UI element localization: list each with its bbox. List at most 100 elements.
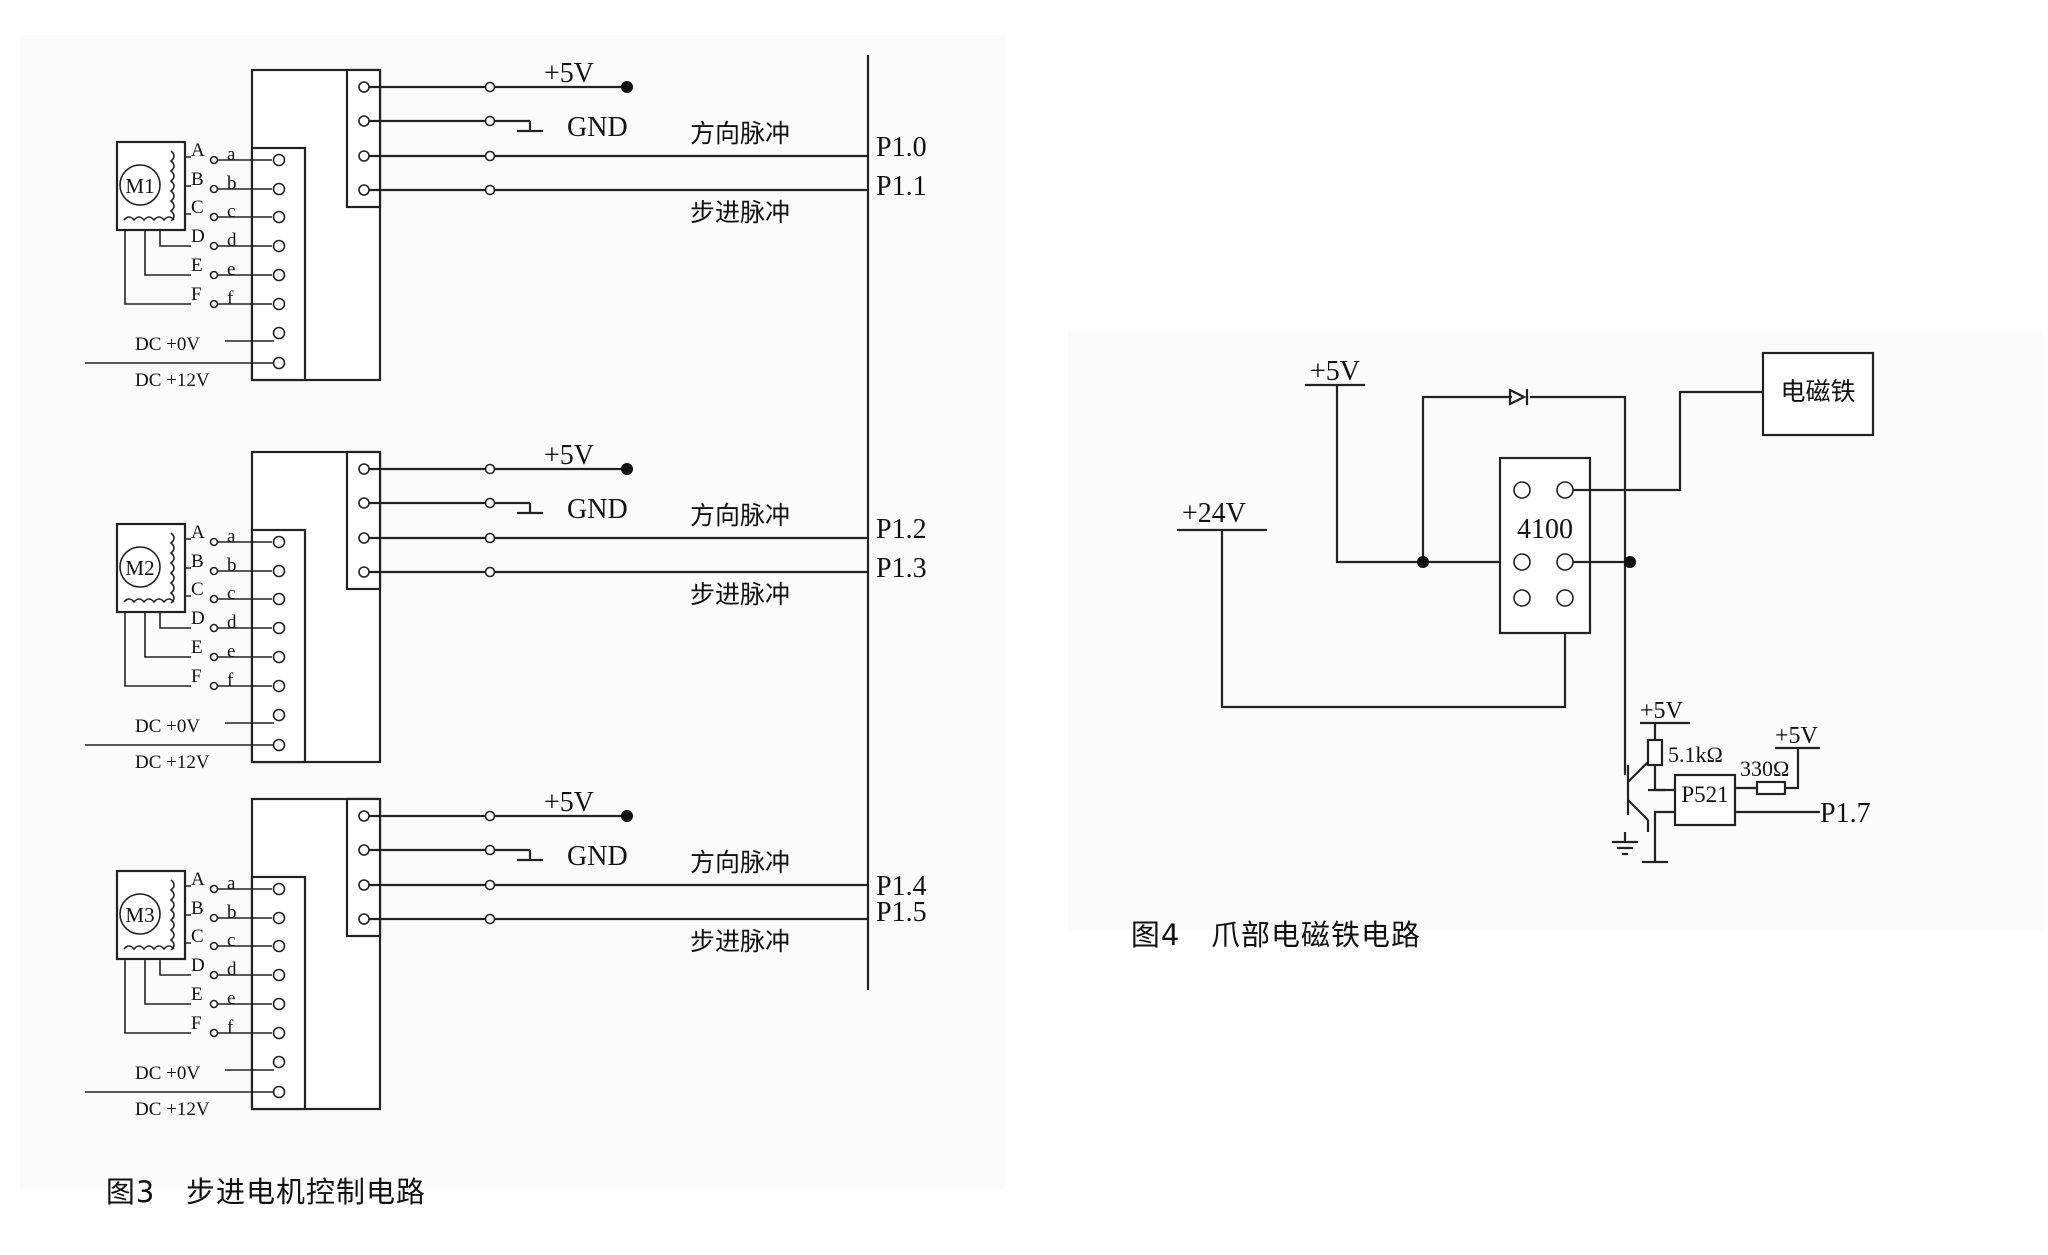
phase-label: E <box>191 984 203 1005</box>
phase-label: E <box>191 637 203 658</box>
phase-label: A <box>191 140 205 161</box>
terminal <box>272 239 286 253</box>
terminal <box>272 621 286 635</box>
step-pulse-label: 步进脉冲 <box>690 928 790 956</box>
phase-label: B <box>191 898 204 919</box>
terminal <box>272 592 286 606</box>
phase-label: D <box>191 226 205 247</box>
wire <box>1530 395 1627 562</box>
relay-pin <box>1513 589 1531 607</box>
wire <box>185 156 191 215</box>
direction-pulse-label: 方向脉冲 <box>690 120 790 148</box>
bus-pin-label: P1.4 <box>876 871 927 902</box>
phase-node <box>209 566 219 576</box>
phase-label: F <box>191 284 202 305</box>
pin-label: d <box>227 959 237 980</box>
terminal <box>358 184 370 196</box>
motor-unit-m3: +5V GND 方向脉冲 步进脉冲 M3 A a B b C c <box>85 787 868 1120</box>
junction <box>484 150 496 162</box>
terminal <box>272 650 286 664</box>
motor-unit-m2: +5V GND 方向脉冲 步进脉冲 M2 A a B b C c <box>85 440 868 773</box>
phase-label: C <box>191 197 204 218</box>
terminal <box>272 564 286 578</box>
junction <box>1624 556 1636 568</box>
bus-pin-label: P1.1 <box>876 171 927 202</box>
pin-label: d <box>227 230 237 251</box>
phase-wiring: A a B b C c D d E e <box>191 869 286 1040</box>
wire <box>185 885 191 944</box>
direction-pulse-label: 方向脉冲 <box>690 849 790 877</box>
phase-label: A <box>191 522 205 543</box>
junction <box>484 463 496 475</box>
terminal <box>358 810 370 822</box>
phase-label: F <box>191 666 202 687</box>
wire <box>1421 395 1512 562</box>
optocoupler-label: P521 <box>1681 782 1728 807</box>
relay-label: 4100 <box>1517 514 1573 545</box>
phase-node <box>209 970 219 980</box>
gnd-symbol <box>517 503 543 515</box>
terminal <box>272 1085 286 1099</box>
gnd-label: GND <box>567 112 628 143</box>
relay-module <box>1498 456 1592 635</box>
wire <box>1642 810 1675 864</box>
junction <box>484 81 496 93</box>
phase-label: F <box>191 1013 202 1034</box>
phase-node <box>209 299 219 309</box>
phase-node <box>209 270 219 280</box>
optocoupler-box <box>1673 773 1737 827</box>
coil <box>169 532 175 604</box>
resistor-label: 330Ω <box>1740 756 1789 781</box>
pin-label: c <box>227 930 235 951</box>
phase-node <box>209 155 219 165</box>
phase-node <box>209 999 219 1009</box>
junction <box>484 913 496 925</box>
pin-label: b <box>227 902 237 923</box>
phase-label: B <box>191 169 204 190</box>
junction <box>1417 556 1429 568</box>
supply-label: +5V <box>1775 723 1819 749</box>
phase-label: D <box>191 955 205 976</box>
phase-node <box>209 884 219 894</box>
gnd-label: GND <box>567 841 628 872</box>
terminal <box>358 879 370 891</box>
coil <box>123 945 175 951</box>
bus-pin-label: P1.0 <box>876 132 927 163</box>
control-terminal-block <box>345 450 382 591</box>
wire <box>369 467 868 574</box>
phase-node <box>209 652 219 662</box>
resistor-r2 <box>1755 780 1787 796</box>
bus-pin-labels: P1.0 P1.1 P1.2 P1.3 P1.4 P1.5 <box>876 132 927 928</box>
wire <box>124 230 191 305</box>
terminal <box>272 326 286 340</box>
motor-unit-m1: +5V GND 方向脉冲 步进脉冲 M1 A a B b C c <box>85 58 868 391</box>
terminal <box>358 532 370 544</box>
pin-label: c <box>227 201 235 222</box>
pin-label: P1.7 <box>1820 798 1871 829</box>
gnd-symbol <box>517 850 543 862</box>
junction <box>484 497 496 509</box>
wire <box>124 612 191 687</box>
terminal <box>272 882 286 896</box>
terminal <box>272 182 286 196</box>
dc-label: DC +12V <box>135 370 210 391</box>
bus-pin-label: P1.3 <box>876 553 927 584</box>
wire <box>369 85 868 192</box>
wire <box>185 538 191 597</box>
terminal <box>272 708 286 722</box>
supply-label: +5V <box>544 58 594 89</box>
phase-label: D <box>191 608 205 629</box>
junction <box>484 844 496 856</box>
pin-label: f <box>227 1017 234 1038</box>
relay-pin <box>1556 481 1574 499</box>
phase-label: A <box>191 869 205 890</box>
terminal <box>358 463 370 475</box>
junction <box>484 810 496 822</box>
step-pulse-label: 步进脉冲 <box>690 581 790 609</box>
wire <box>1335 385 1503 564</box>
supply-node <box>621 810 633 822</box>
dc-label: DC +0V <box>135 334 200 355</box>
pin-label: b <box>227 173 237 194</box>
